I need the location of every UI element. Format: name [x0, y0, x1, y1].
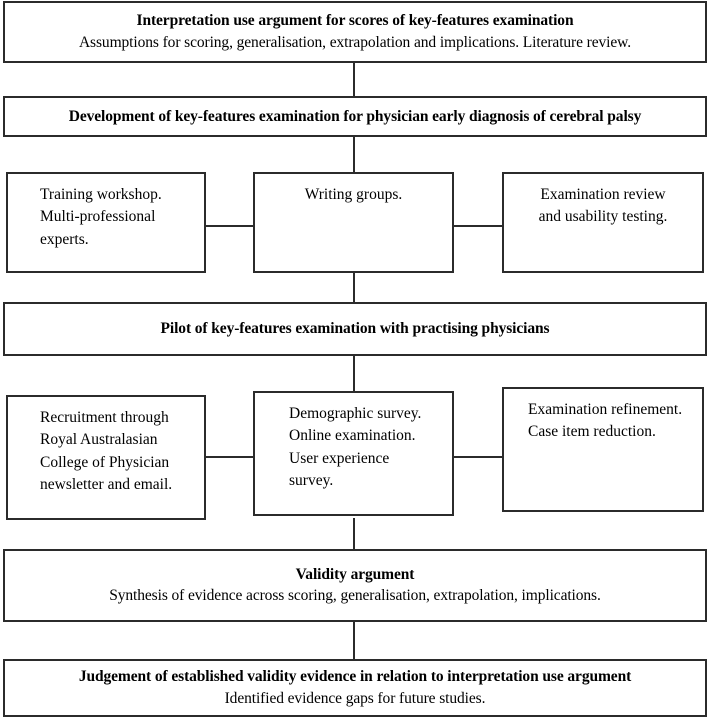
- development-title: Development of key-features examination …: [68, 107, 642, 125]
- judgement-subtitle: Identified evidence gaps for future stud…: [224, 689, 486, 707]
- writing-groups-body: Writing groups.: [304, 186, 403, 203]
- node-examination-refinement[interactable]: Examination refinement. Case item reduct…: [502, 387, 704, 512]
- examination-review-body: Examination review and usability testing…: [538, 186, 668, 226]
- node-validity-argument[interactable]: Validity argument Synthesis of evidence …: [3, 549, 707, 622]
- interpretation-use-argument-title: Interpretation use argument for scores o…: [136, 12, 574, 30]
- training-workshop-body: Training workshop. Multi-professional ex…: [40, 186, 162, 248]
- connector-demographic-survey-to-validity-argument: [353, 518, 355, 550]
- pilot-title: Pilot of key-features examination with p…: [160, 320, 550, 338]
- node-pilot[interactable]: Pilot of key-features examination with p…: [3, 302, 707, 356]
- connector-iua-to-development: [353, 62, 355, 96]
- node-recruitment[interactable]: Recruitment through Royal Australasian C…: [6, 395, 206, 520]
- connector-demographic-survey-to-examination-refinement: [453, 456, 503, 458]
- recruitment-body: Recruitment through Royal Australasian C…: [40, 409, 173, 494]
- node-interpretation-use-argument[interactable]: Interpretation use argument for scores o…: [3, 1, 707, 63]
- validity-argument-subtitle: Synthesis of evidence across scoring, ge…: [109, 587, 601, 605]
- node-training-workshop[interactable]: Training workshop. Multi-professional ex…: [6, 172, 206, 273]
- node-writing-groups[interactable]: Writing groups.: [253, 172, 454, 273]
- connector-validity-argument-to-judgement: [353, 622, 355, 659]
- examination-refinement-body: Examination refinement. Case item reduct…: [528, 401, 683, 441]
- validity-argument-title: Validity argument: [295, 565, 415, 583]
- node-judgement[interactable]: Judgement of established validity eviden…: [3, 659, 707, 717]
- connector-writing-groups-to-examination-review: [453, 225, 503, 227]
- connector-training-to-writing-groups: [205, 225, 254, 227]
- node-examination-review[interactable]: Examination review and usability testing…: [502, 172, 704, 273]
- node-development[interactable]: Development of key-features examination …: [3, 96, 707, 137]
- connector-writing-groups-to-pilot: [353, 272, 355, 303]
- judgement-title: Judgement of established validity eviden…: [78, 668, 632, 686]
- connector-recruitment-to-demographic-survey: [205, 456, 254, 458]
- interpretation-use-argument-subtitle: Assumptions for scoring, generalisation,…: [78, 33, 632, 51]
- node-demographic-survey[interactable]: Demographic survey. Online examination. …: [253, 391, 454, 516]
- demographic-survey-body: Demographic survey. Online examination. …: [289, 405, 422, 490]
- connector-development-to-writing-groups: [353, 136, 355, 173]
- connector-pilot-to-demographic-survey: [353, 356, 355, 396]
